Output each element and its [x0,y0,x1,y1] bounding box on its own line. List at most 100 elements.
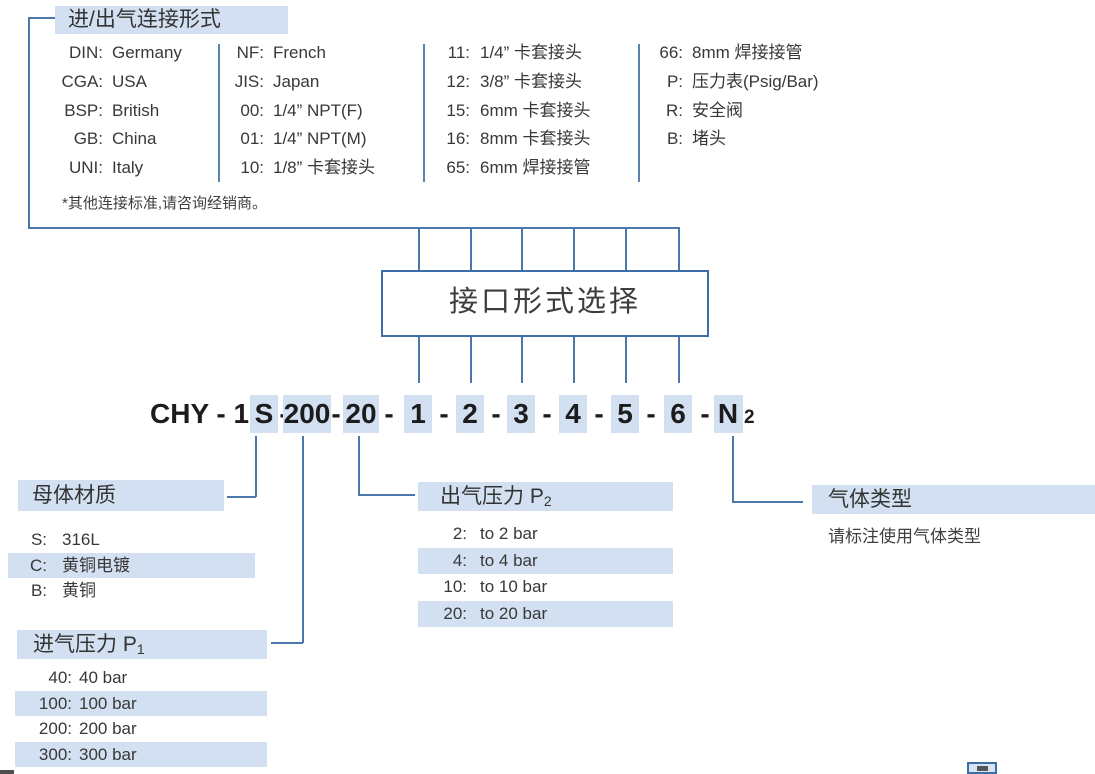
code-separator: - [439,398,449,429]
item-code: 12: [446,71,470,91]
item-code: 01: [240,129,264,149]
item-code: 20: [443,603,467,623]
connection-table-column-3: 11: 1/4” 卡套接头 12: 3/8” 卡套接头 15: 6mm 卡套接头 16: 8m… [435,39,635,183]
table-row: DIN:Germany [38,39,218,68]
item-label: 1/4” NPT(F) [273,100,363,120]
cropped-bottom-box [967,762,997,774]
outlet-pressure-section-title: 出气压力 P2 [418,482,673,511]
item-label: 316L [62,530,100,549]
item-code: 40: [48,668,72,687]
item-code: B: [666,129,683,149]
code-part: 200 [283,395,331,433]
item-label: 黄铜电镀 [62,555,130,575]
table-row: 01: 1/4” NPT(M) [220,125,423,154]
item-label: French [273,43,326,62]
connector-line [678,227,680,271]
item-code: C: [30,555,47,575]
item-label: to 2 bar [480,524,538,543]
list-item: S:316L [8,527,255,553]
item-code: 200: [38,719,72,738]
item-code: 65: [446,158,470,178]
item-label: 8mm 卡套接头 [480,129,591,149]
table-row: P: 压力表(Psig/Bar) [650,68,875,97]
table-row: NF: French [220,39,423,68]
table-row: JIS:Japan [220,68,423,97]
item-label: 1/4” 卡套接头 [480,43,583,62]
item-label: 6mm 焊接接管 [480,158,591,178]
list-item: 40:40 bar [15,665,267,691]
table-row: GB:China [38,125,218,154]
item-label: 1/8” 卡套接头 [273,158,376,178]
connector-line-gas [732,501,803,503]
item-code: DIN: [69,43,103,62]
item-code: 10: [443,577,467,596]
inlet-pressure-title-subscript: 1 [136,641,145,657]
item-label: Italy [112,158,144,178]
column-divider [218,44,220,182]
connector-line [418,227,420,271]
item-code: 300: [38,744,72,764]
item-code: 16: [446,129,470,149]
item-code: 15: [446,100,470,120]
connector-line-gas [732,436,734,502]
table-row: 11: 1/4” 卡套接头 [435,39,635,68]
code-part: 20 [343,395,379,433]
item-label: 3/8” 卡套接头 [480,71,583,91]
connection-section-title: 进/出气连接形式 [55,6,288,34]
connector-line [625,227,627,271]
connector-line-material [255,436,257,497]
connector-line [418,337,420,383]
item-label: to 4 bar [480,550,538,570]
item-label: 6mm 卡套接头 [480,100,591,120]
connector-line [470,227,472,271]
item-label: 堵头 [692,129,726,149]
column-divider [423,44,425,182]
inlet-pressure-title-text: 进气压力 P [33,633,137,656]
item-code: NF: [236,43,264,62]
connector-line-material [227,496,256,498]
frame-bottom-line [28,227,679,229]
cropped-bottom-box-content [977,766,988,771]
table-row: 66:8mm 焊接接管 [650,39,875,68]
connection-table-column-4: 66:8mm 焊接接管 P: 压力表(Psig/Bar) R:安全阀 B: 堵头 [650,39,875,154]
column-divider [638,44,640,182]
code-part: 4 [559,395,587,433]
item-code: BSP: [64,100,103,120]
table-row: 10:1/8” 卡套接头 [220,154,423,183]
connector-line [625,337,627,383]
table-row: 16: 8mm 卡套接头 [435,125,635,154]
item-code: P: [666,71,683,91]
item-code: 100: [38,693,72,713]
item-label: 8mm 焊接接管 [692,43,803,62]
list-item: 2:to 2 bar [418,521,673,548]
item-label: to 10 bar [480,577,548,596]
code-prefix: CHY - 1 [150,398,250,429]
item-label: to 20 bar [480,603,548,623]
frame-left-line [28,17,30,228]
connector-line-outlet [358,494,415,496]
item-label: USA [112,71,147,91]
item-code: 4: [452,550,467,570]
item-label: 压力表(Psig/Bar) [692,71,819,91]
connector-line [573,337,575,383]
code-part: S [250,395,278,433]
item-code: 11: [447,43,470,62]
cropped-corner-element [0,770,14,774]
item-code: CGA: [61,71,103,91]
item-label: 1/4” NPT(M) [273,129,367,149]
connector-line-outlet [358,436,360,495]
item-label: China [112,129,157,149]
code-part: 6 [664,395,692,433]
connector-line [521,227,523,271]
table-row: 65: 6mm 焊接接管 [435,154,635,183]
code-part: 3 [507,395,535,433]
outlet-pressure-title-text: 出气压力 P [440,485,544,508]
table-row: R:安全阀 [650,97,875,126]
connector-line-inlet [302,436,304,643]
connection-note: *其他连接标准,请咨询经销商。 [62,195,268,212]
code-separator: - [594,398,604,429]
